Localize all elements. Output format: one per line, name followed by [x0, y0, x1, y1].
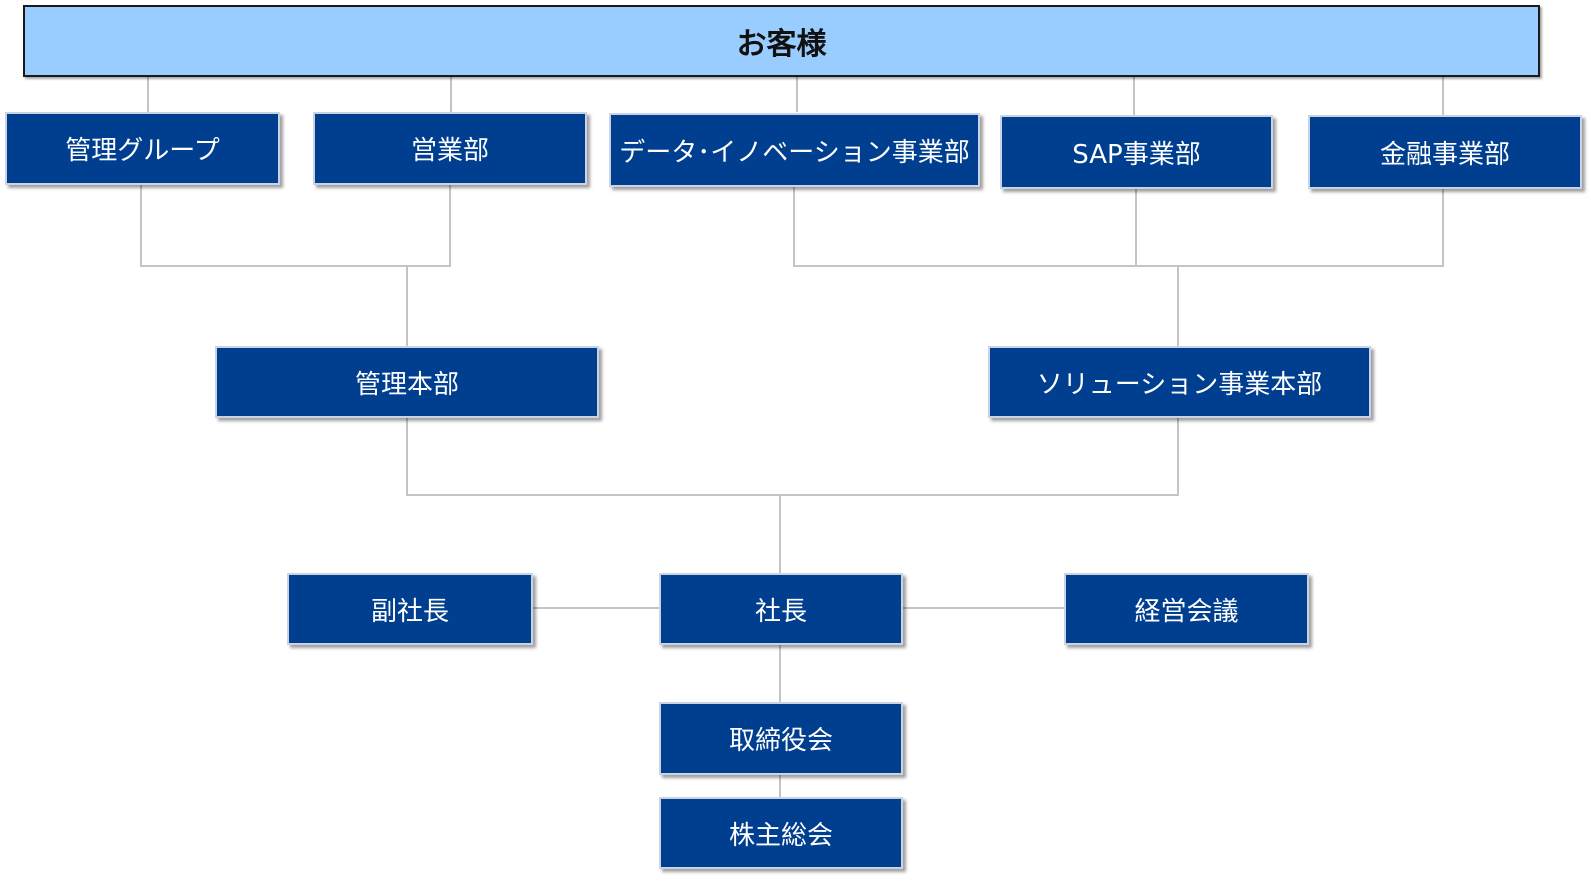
management-meeting-box: 経営会議 [1064, 573, 1309, 645]
sap-division-box: SAP事業部 [1000, 115, 1273, 189]
shareholders-meeting-box: 株主総会 [659, 797, 903, 869]
finance-division-box: 金融事業部 [1308, 115, 1582, 189]
management-group-box: 管理グループ [5, 112, 280, 185]
president-box: 社長 [659, 573, 903, 645]
board-of-directors-box: 取締役会 [659, 702, 903, 775]
management-meeting-label: 経営会議 [1134, 596, 1239, 627]
management-group-label: 管理グループ [65, 136, 220, 166]
data-innovation-division-box: データ･イノベーション事業部 [609, 113, 980, 187]
solution-headquarters-label: ソリューション事業本部 [1036, 369, 1323, 400]
vice-president-label: 副社長 [370, 596, 449, 627]
data-innovation-division-label: データ･イノベーション事業部 [619, 137, 970, 168]
administration-headquarters-box: 管理本部 [215, 346, 599, 418]
sap-division-label: SAP事業部 [1072, 139, 1201, 170]
vice-president-box: 副社長 [287, 573, 533, 645]
customers-label: お客様 [736, 27, 827, 62]
sales-department-box: 営業部 [313, 112, 587, 185]
shareholders-meeting-label: 株主総会 [728, 820, 833, 851]
president-label: 社長 [754, 596, 807, 627]
administration-headquarters-label: 管理本部 [354, 369, 459, 400]
customers-box: お客様 [23, 5, 1540, 77]
board-of-directors-label: 取締役会 [728, 726, 833, 756]
finance-division-label: 金融事業部 [1379, 139, 1510, 170]
sales-department-label: 営業部 [410, 136, 489, 166]
solution-headquarters-box: ソリューション事業本部 [988, 346, 1371, 418]
